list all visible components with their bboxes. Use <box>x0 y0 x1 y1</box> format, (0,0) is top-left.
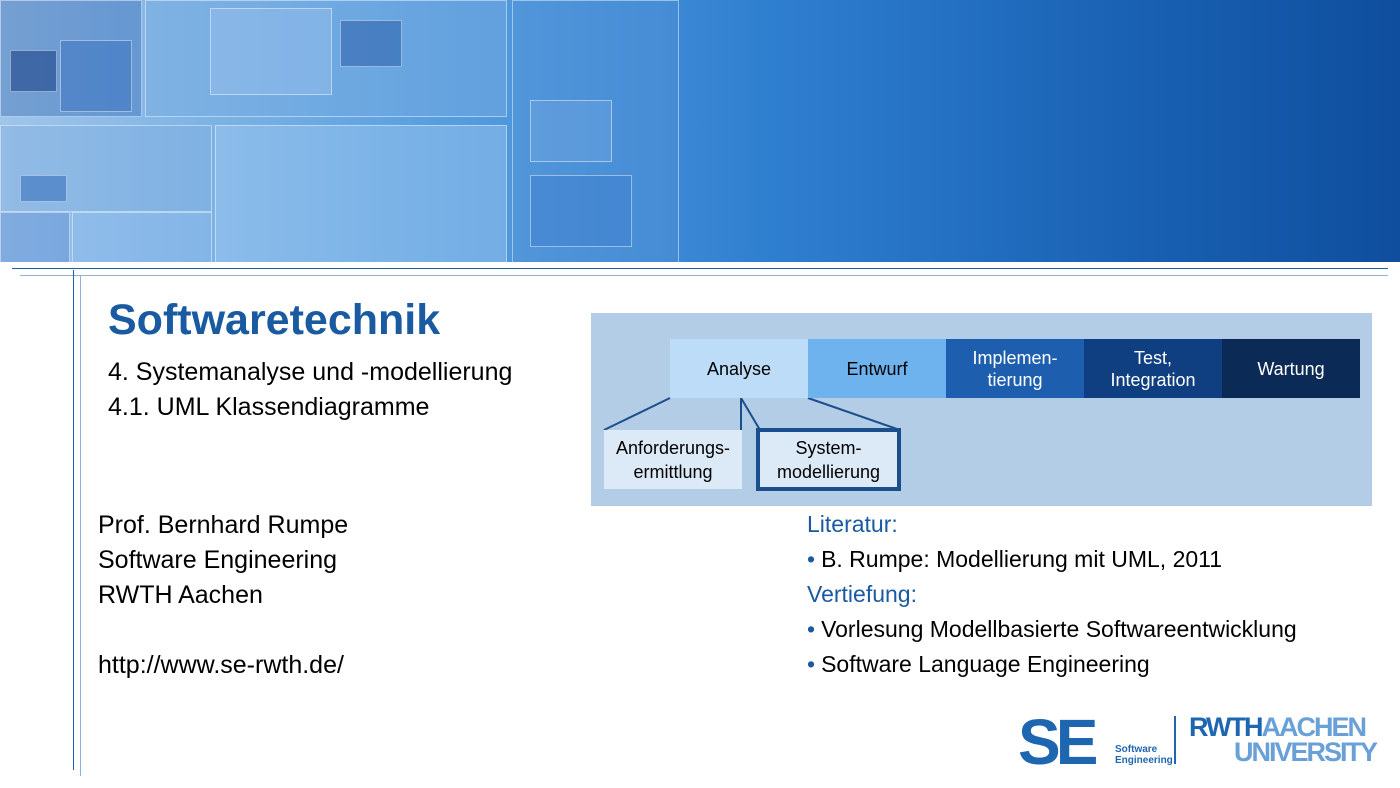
deepening-item: •Vorlesung Modellbasierte Softwareentwic… <box>807 616 1297 643</box>
phase-wartung: Wartung <box>1222 339 1360 398</box>
literature-item: •B. Rumpe: Modellierung mit UML, 2011 <box>807 546 1222 573</box>
rwth-logo-light: AACHEN <box>1261 712 1368 742</box>
author-name: Prof. Bernhard Rumpe <box>98 511 349 539</box>
bullet-icon: • <box>807 651 816 677</box>
bullet-icon: • <box>807 546 816 572</box>
header-rule <box>12 268 1388 269</box>
left-rule <box>73 270 74 770</box>
subphase-anforderungsermittlung: Anforderungs- ermittlung <box>604 430 742 489</box>
phase-implementierung: Implemen- tierung <box>946 339 1084 398</box>
rwth-logo-bold: RWTH <box>1189 712 1263 742</box>
subtitle-chapter: 4. Systemanalyse und -modellierung <box>108 358 513 386</box>
rwth-logo: RWTHAACHEN <box>1189 712 1368 742</box>
literature-heading: Literatur: <box>807 511 898 537</box>
left-rule-light <box>80 276 81 776</box>
page-title: Softwaretechnik <box>108 296 441 344</box>
se-logo-subtitle: Software Engineering <box>1115 744 1173 766</box>
header-banner <box>0 0 1400 262</box>
phase-test-integration: Test, Integration <box>1084 339 1222 398</box>
subphase-systemmodellierung: System- modellierung <box>756 428 901 491</box>
author-dept: Software Engineering <box>98 546 338 574</box>
author-url[interactable]: http://www.se-rwth.de/ <box>98 651 344 679</box>
deepening-heading: Vertiefung: <box>807 581 917 607</box>
phase-entwurf: Entwurf <box>808 339 946 398</box>
phase-analyse: Analyse <box>670 339 808 398</box>
deepening-item-text: Software Language Engineering <box>821 651 1150 677</box>
deepening-item: •Software Language Engineering <box>807 651 1150 678</box>
rwth-logo-university: UNIVERSITY <box>1234 737 1378 767</box>
se-logo: SE <box>1018 706 1098 778</box>
deepening-item-text: Vorlesung Modellbasierte Softwareentwick… <box>821 616 1297 642</box>
bullet-icon: • <box>807 616 816 642</box>
author-uni: RWTH Aachen <box>98 581 263 609</box>
subtitle-section: 4.1. UML Klassendiagramme <box>108 393 430 421</box>
header-rule-light <box>20 275 1388 276</box>
literature-item-text: B. Rumpe: Modellierung mit UML, 2011 <box>821 546 1223 572</box>
logo-divider <box>1174 716 1176 764</box>
